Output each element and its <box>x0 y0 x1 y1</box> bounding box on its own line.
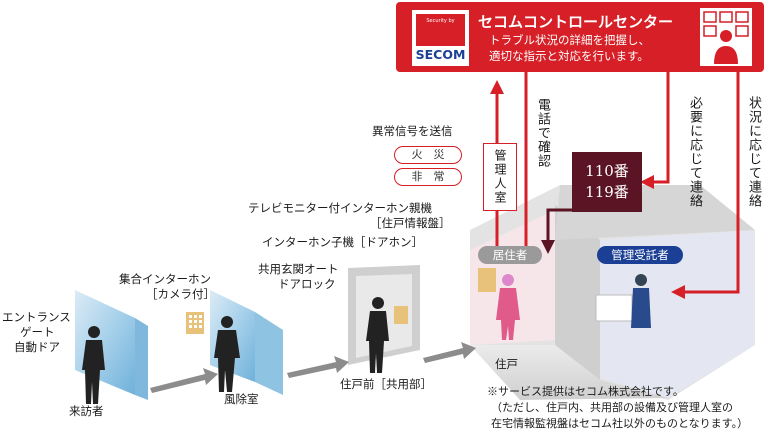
tv-monitor-label: テレビモニター付インターホン親機 <box>248 201 432 215</box>
entrance-label-3: 自動ドア <box>14 340 60 354</box>
footnote: ※サービス提供はセコム株式会社です。 （ただし、住戸内、共用部の設備及び管理人室… <box>487 384 748 432</box>
manager-room-box: 管理人室 <box>483 143 517 211</box>
control-center-title: セコムコントロールセンター <box>478 13 674 31</box>
tv-monitor-label-sub: ［住戸情報盤］ <box>370 216 451 230</box>
contact-by-situation-label: 状況に応じて連絡 <box>746 96 761 208</box>
shared-entrance-label: 共用玄関オート <box>258 262 339 276</box>
visitor-label: 来訪者 <box>69 404 104 418</box>
control-center-desc-1: トラブル状況の詳細を把握し、 <box>489 33 650 47</box>
manager-figure <box>595 274 651 328</box>
resident-badge: 居住者 <box>478 246 542 264</box>
flow-arrows <box>150 342 476 393</box>
door-phone-label: インターホン子機［ドアホン］ <box>262 235 423 249</box>
control-center-desc-2: 適切な指示と対応を行います。 <box>489 49 649 63</box>
logo-brand: SECOM <box>415 47 466 62</box>
footnote-line-3: 在宅情報監視盤はセコム社以外のものとなります。） <box>491 417 749 430</box>
dwelling-label: 住戸 <box>495 357 518 371</box>
emergency-badge: 非 常 <box>394 168 462 186</box>
footnote-line-2: （ただし、住戸内、共用部の設備及び管理人室の <box>491 401 733 414</box>
entrance-label-1: エントランス <box>2 310 71 324</box>
secom-logo: Security by SECOM <box>412 10 469 66</box>
police-number: 110番 <box>585 162 629 180</box>
operator-monitor-icon <box>700 8 752 66</box>
intercom-label-sub: ［カメラ付］ <box>146 287 215 301</box>
fire-number: 119番 <box>585 183 629 201</box>
logo-tagline: Security by <box>426 18 455 24</box>
police-fire-box: 110番 119番 <box>572 152 642 212</box>
shared-entrance-label-sub: ドアロック <box>278 277 336 291</box>
entrance-label-2: ゲート <box>20 325 55 339</box>
resident-monitor-panel <box>478 268 496 292</box>
windbreak-label: 風除室 <box>224 392 259 406</box>
contact-as-needed-label: 必要に応じて連絡 <box>687 96 702 208</box>
unit-front-label: 住戸前［共用部］ <box>340 377 432 391</box>
fire-badge: 火 災 <box>394 146 462 164</box>
manager-badge: 管理受託者 <box>597 246 683 264</box>
intercom-label: 集合インターホン <box>119 272 211 286</box>
footnote-line-1: ※サービス提供はセコム株式会社です。 <box>487 385 684 398</box>
phone-confirm-label: 電話で確認 <box>535 98 550 168</box>
resident-figure <box>496 274 520 340</box>
signal-heading: 異常信号を送信 <box>372 124 453 138</box>
person-silhouettes <box>82 297 389 404</box>
